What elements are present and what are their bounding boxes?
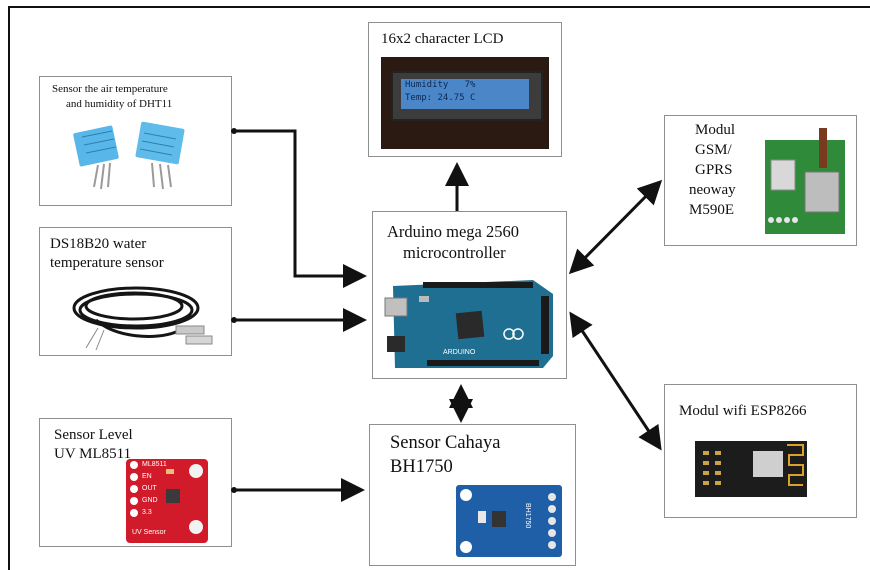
ds18b20-box: DS18B20 water temperature sensor bbox=[39, 227, 232, 356]
svg-text:ARDUINO: ARDUINO bbox=[443, 349, 476, 356]
dht11-title-line-1: Sensor the air temperature bbox=[52, 83, 168, 95]
esp-title: Modul wifi ESP8266 bbox=[679, 403, 807, 419]
dht11-title-line-2: and humidity of DHT11 bbox=[66, 98, 173, 110]
lcd-line-1: Humidity 7% bbox=[405, 80, 476, 90]
ds18b20-title-line-2: temperature sensor bbox=[50, 255, 164, 271]
uv-title-line-2: UV ML8511 bbox=[54, 446, 132, 462]
lcd-line-2: Temp: 24.75 C bbox=[405, 93, 476, 103]
arduino-box: Arduino mega 2560 microcontroller ARDUIN… bbox=[372, 211, 567, 379]
bh1750-box: Sensor Cahaya BH1750 BH1750 bbox=[369, 424, 576, 566]
gsm-module-image bbox=[765, 128, 845, 234]
arduino-title-line-2: microcontroller bbox=[403, 243, 506, 262]
uv-pin-label-4: GND bbox=[142, 497, 158, 504]
bh1750-board: BH1750 bbox=[456, 485, 562, 557]
lcd-box: 16x2 character LCD Humidity 7% Temp: 24.… bbox=[368, 22, 562, 157]
bh1750-board-text: BH1750 bbox=[524, 503, 531, 529]
lcd-image: Humidity 7% Temp: 24.75 C bbox=[381, 57, 549, 149]
gsm-title-line-3: GPRS bbox=[695, 162, 733, 178]
gsm-title-line-2: GSM/ bbox=[695, 142, 732, 158]
dht11-box: Sensor the air temperature and humidity … bbox=[39, 76, 232, 206]
gsm-title-line-1: Modul bbox=[695, 122, 736, 138]
gsm-title-line-4: neoway bbox=[689, 182, 736, 198]
ds18b20-image bbox=[72, 286, 213, 351]
esp-module-image bbox=[695, 441, 807, 497]
lcd-title: 16x2 character LCD bbox=[381, 31, 504, 47]
uv-title-line-1: Sensor Level bbox=[54, 427, 133, 443]
gsm-box: Modul GSM/ GPRS neoway M590E bbox=[664, 115, 857, 246]
bh1750-title-line-1: Sensor Cahaya bbox=[390, 433, 501, 453]
uv-pin-label-3: OUT bbox=[142, 485, 157, 492]
gsm-title-line-5: M590E bbox=[689, 202, 734, 218]
uv-pin-label-1: ML8511 bbox=[142, 461, 167, 468]
esp-box: Modul wifi ESP8266 bbox=[664, 384, 857, 518]
arduino-board-image: ARDUINO bbox=[384, 280, 553, 368]
ds18b20-title-line-1: DS18B20 water bbox=[50, 236, 147, 252]
arduino-title-line-1: Arduino mega 2560 bbox=[387, 222, 519, 241]
bh1750-title-line-2: BH1750 bbox=[390, 457, 453, 477]
uv-pin-label-2: EN bbox=[142, 473, 152, 480]
uv-box: Sensor Level UV ML8511 ML8511 EN OUT GND… bbox=[39, 418, 232, 547]
uv-pin-label-5: 3.3 bbox=[142, 509, 152, 516]
dht11-image bbox=[73, 121, 185, 190]
uv-sensor-board: ML8511 EN OUT GND 3.3 UV Sensor bbox=[126, 459, 208, 543]
diagram-frame bbox=[8, 6, 870, 570]
uv-board-text: UV Sensor bbox=[132, 529, 166, 536]
